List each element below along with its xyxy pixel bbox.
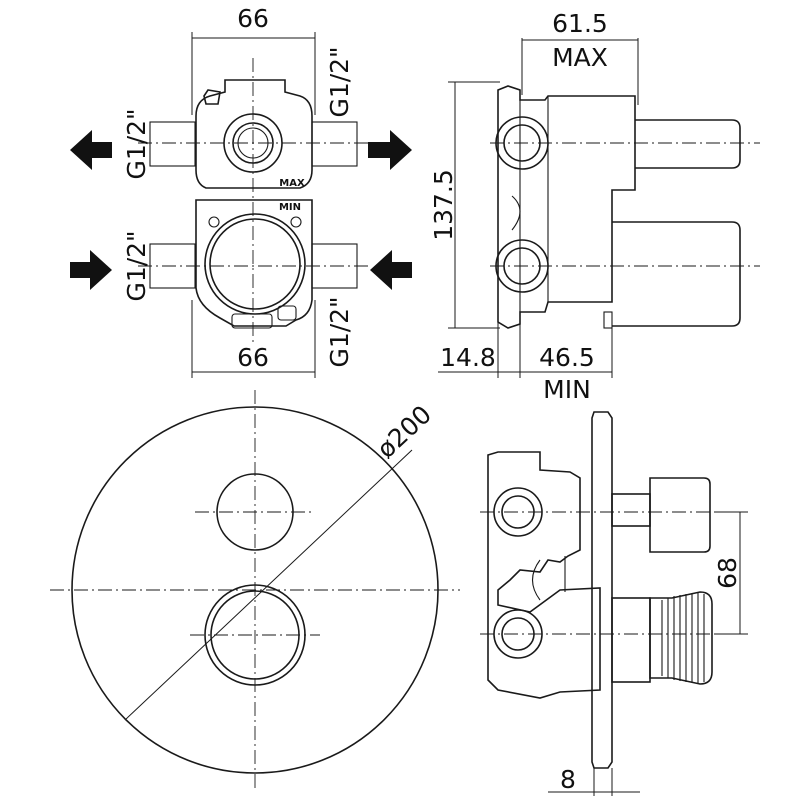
plate-diameter-label: ø200 (371, 400, 437, 464)
front-min-mark: MIN (279, 202, 301, 213)
assembly-spacing-label: 68 (713, 557, 742, 589)
front-view: 66 66 MAX MIN (70, 4, 412, 378)
assembly-view: 68 8 (480, 411, 748, 796)
side-depth-min-label: MIN (543, 375, 591, 404)
valve-body-outline (195, 79, 313, 189)
assembly-body-outline (487, 451, 601, 699)
plate-view: ø200 (50, 390, 460, 790)
assembly-thickness-label: 8 (560, 765, 576, 794)
front-width-top-label: 66 (237, 4, 269, 33)
cartridge-seat (204, 213, 306, 315)
side-height-label: 137.5 (429, 169, 458, 241)
plate-section (591, 411, 613, 769)
side-body-outline (497, 85, 636, 329)
outlet-right-arrow (368, 130, 412, 170)
outlet-left-arrow (70, 130, 112, 170)
port-label-bottom-left: G1/2" (122, 230, 151, 301)
inlet-right-arrow (370, 250, 412, 290)
port-label-top-right: G1/2" (325, 46, 354, 117)
side-depth-min-value: 46.5 (539, 343, 595, 372)
front-max-mark: MAX (279, 178, 305, 189)
side-view: 61.5 MAX 137.5 14.8 46.5 MIN (429, 9, 760, 404)
side-depth-max-value: 61.5 (552, 9, 608, 38)
inlet-left-arrow (70, 250, 112, 290)
port-label-bottom-right: G1/2" (325, 296, 354, 367)
port-label-top-left: G1/2" (122, 108, 151, 179)
front-width-bottom-label: 66 (237, 343, 269, 372)
side-depth-max-label: MAX (552, 43, 608, 72)
side-offset-label: 14.8 (440, 343, 496, 372)
